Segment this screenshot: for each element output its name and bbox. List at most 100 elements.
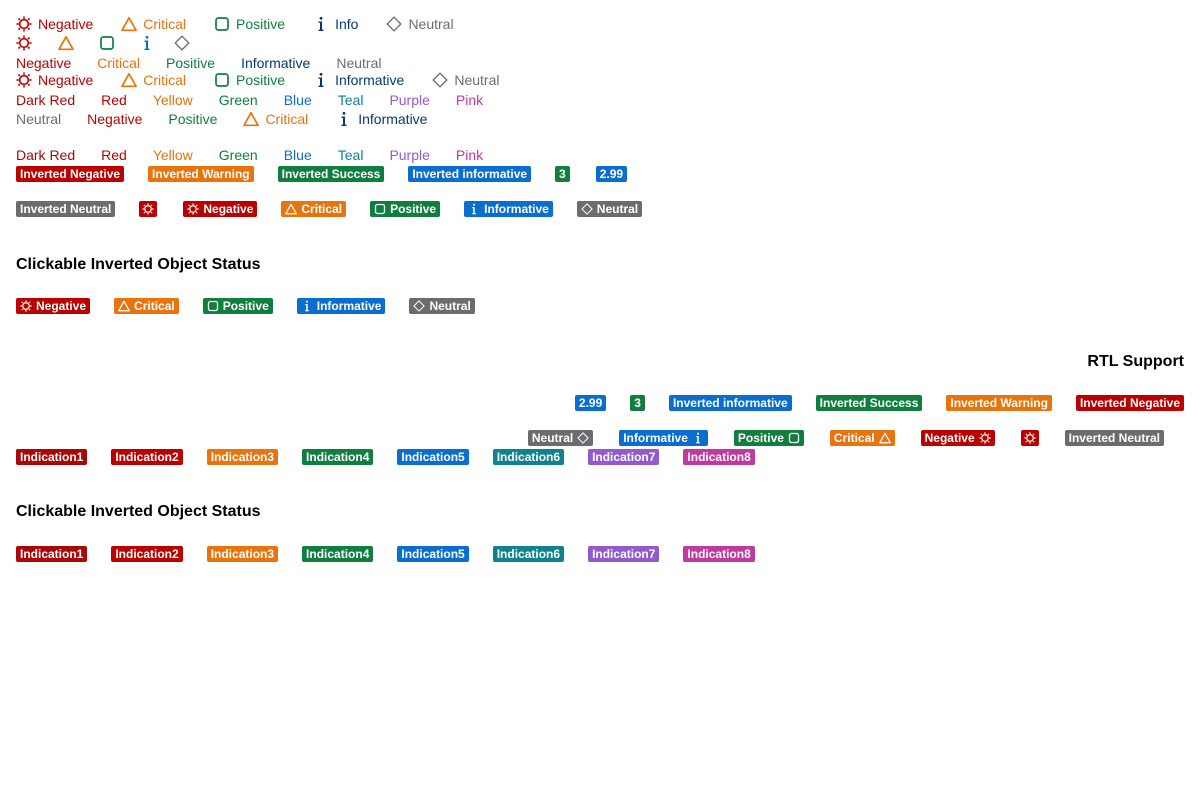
inverted-success-tag: Inverted Success [277, 166, 385, 182]
clickable-indication7-tag[interactable]: Indication7 [588, 546, 660, 562]
indication-color-row-2: Dark Red Red Yellow Green Blue Teal Purp… [16, 146, 509, 164]
negative-icon [142, 203, 154, 215]
tag-label: Negative [924, 431, 975, 445]
negative-icon [16, 16, 32, 32]
inverted-number-tag: 3 [555, 166, 570, 182]
indication4-tag: Indication4 [302, 449, 374, 465]
tag-label: Neutral [531, 431, 574, 445]
status-neutral: Neutral [336, 55, 382, 71]
information-icon [301, 300, 313, 312]
color-teal: Teal [337, 147, 364, 163]
status-label: Critical [265, 111, 309, 127]
critical-icon [243, 111, 259, 127]
inverted-number-tag: 3 [630, 395, 645, 411]
negative-icon [16, 35, 32, 51]
status-label: Critical [143, 72, 187, 88]
inverted-negative-tag: Inverted Negative [16, 166, 125, 182]
information-icon [468, 203, 480, 215]
clickable-indication3-tag[interactable]: Indication3 [206, 546, 279, 562]
indication-tags-row: Indication1 Indication2 Indication3 Indi… [16, 449, 779, 465]
clickable-indication1-tag[interactable]: Indication1 [16, 546, 88, 562]
clickable-indication4-tag[interactable]: Indication4 [302, 546, 374, 562]
inverted-neutral-tag: Inverted Neutral [1064, 430, 1164, 446]
negative-icon [187, 203, 199, 215]
inverted-informative-tag: Inverted informative [668, 395, 792, 411]
inverted-neutral-icon-tag: Neutral [527, 430, 594, 446]
tag-label: Negative [203, 202, 254, 216]
clickable-positive-tag[interactable]: Positive [202, 298, 273, 314]
clickable-informative-tag[interactable]: Informative [296, 298, 386, 314]
rtl-inverted-icon-row: Inverted Neutral Negative Critical Posit… [527, 430, 1164, 446]
clickable-neutral-tag[interactable]: Neutral [409, 298, 475, 314]
tag-label: Positive [390, 202, 437, 216]
neutral-icon [413, 300, 425, 312]
negative-icon [979, 432, 991, 444]
color-teal: Teal [337, 92, 364, 108]
status-label: Info [335, 16, 359, 32]
tag-label: Neutral [596, 202, 639, 216]
status-critical: Critical [97, 55, 141, 71]
color-yellow: Yellow [152, 147, 193, 163]
inverted-critical-tag: Critical [829, 430, 895, 446]
status-critical: Critical [121, 71, 186, 89]
section-title-clickable-indications: Clickable Inverted Object Status [16, 503, 261, 520]
status-row-icons-only [16, 35, 216, 51]
critical-icon [285, 203, 297, 215]
positive-icon [207, 300, 219, 312]
status-label: Negative [38, 16, 94, 32]
indication6-tag: Indication6 [492, 449, 565, 465]
color-pink: Pink [455, 147, 484, 163]
color-dark-red: Dark Red [16, 92, 76, 108]
clickable-critical-tag[interactable]: Critical [114, 298, 179, 314]
clickable-negative-tag[interactable]: Negative [16, 298, 91, 314]
positive-icon [374, 203, 386, 215]
inverted-negative-tag: Negative [920, 430, 995, 446]
clickable-indication2-tag[interactable]: Indication2 [111, 546, 183, 562]
section-title-clickable: Clickable Inverted Object Status [16, 256, 261, 273]
color-green: Green [218, 147, 258, 163]
information-icon [336, 111, 352, 127]
color-purple: Purple [389, 147, 430, 163]
positive-icon [214, 72, 230, 88]
color-green: Green [218, 92, 258, 108]
indication8-tag: Indication8 [683, 449, 755, 465]
status-informative: Informative [336, 110, 427, 128]
color-blue: Blue [283, 92, 312, 108]
positive-icon [214, 16, 230, 32]
status-info: Info [313, 15, 358, 33]
negative-icon [20, 300, 32, 312]
status-negative: Negative [87, 111, 143, 127]
neutral-icon [432, 72, 448, 88]
inverted-critical-tag: Critical [281, 201, 347, 217]
inverted-positive-tag: Positive [370, 201, 441, 217]
indication1-tag: Indication1 [16, 449, 88, 465]
color-purple: Purple [389, 92, 430, 108]
clickable-indication6-tag[interactable]: Indication6 [492, 546, 565, 562]
inverted-negative-tag: Inverted Negative [1075, 395, 1184, 411]
color-red: Red [101, 147, 127, 163]
inverted-neutral-tag: Inverted Neutral [16, 201, 116, 217]
status-label: Informative [358, 111, 428, 127]
clickable-indication5-tag[interactable]: Indication5 [397, 546, 469, 562]
status-positive: Positive [214, 71, 285, 89]
positive-icon [788, 432, 800, 444]
positive-icon [99, 35, 115, 51]
inverted-status-row: Inverted Negative Inverted Warning Inver… [16, 166, 651, 182]
status-label: Positive [236, 72, 286, 88]
status-neutral: Neutral [16, 111, 62, 127]
indication7-tag: Indication7 [588, 449, 660, 465]
tag-label: Informative [484, 202, 549, 216]
clickable-indication8-tag[interactable]: Indication8 [683, 546, 755, 562]
indication-color-row: Dark Red Red Yellow Green Blue Teal Purp… [16, 91, 509, 109]
inverted-positive-tag: Positive [733, 430, 804, 446]
color-pink: Pink [455, 92, 484, 108]
status-negative: Negative [16, 55, 72, 71]
status-positive: Positive [166, 55, 216, 71]
negative-icon [1024, 432, 1036, 444]
status-negative: Negative [16, 71, 93, 89]
indication2-tag: Indication2 [111, 449, 183, 465]
neutral-icon [174, 35, 190, 51]
information-icon [139, 35, 155, 51]
critical-icon [121, 16, 137, 32]
status-positive: Positive [214, 15, 285, 33]
